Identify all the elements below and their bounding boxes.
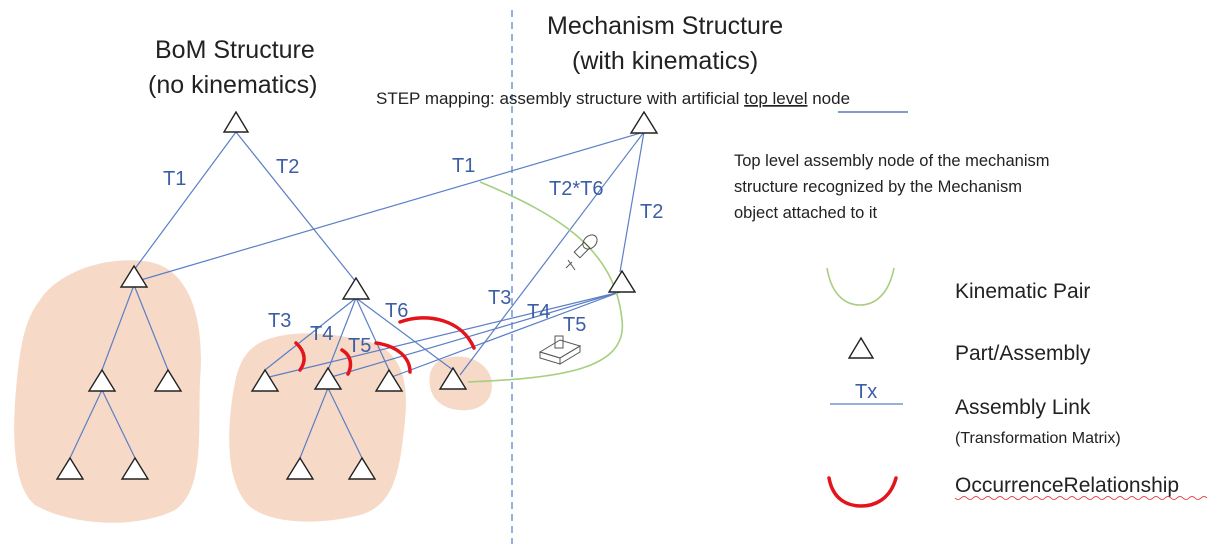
- triangle-small-part: [438, 366, 468, 390]
- label-t4-left: T4: [310, 323, 333, 345]
- triangle-mid-c: [374, 368, 404, 392]
- legend-occurrence-squiggle: [954, 496, 1208, 500]
- step-mapping-text: STEP mapping: assembly structure with ar…: [376, 89, 850, 108]
- legend-occurrence-swatch: [827, 476, 898, 508]
- bom-nodes: [55, 110, 468, 480]
- triangle-mid-d: [285, 456, 315, 480]
- legend-part-assembly-label: Part/Assembly: [955, 342, 1091, 365]
- assembly-links: [69, 131, 645, 459]
- occurrence-relationship-arcs: [294, 316, 476, 376]
- triangle-bom-root: [222, 110, 250, 133]
- triangle-mechanism-sub: [607, 269, 637, 293]
- prismatic-joint-icon: [538, 335, 582, 365]
- label-t3-left: T3: [268, 310, 291, 332]
- description-line-2: structure recognized by the Mechanism: [734, 178, 1022, 196]
- triangle-left-d: [120, 456, 150, 480]
- legend-assembly-link-label: Assembly Link: [955, 396, 1091, 419]
- label-mech-t1: T1: [452, 155, 475, 177]
- triangle-mid-b: [313, 366, 343, 390]
- step-mapping-link: top level: [744, 89, 807, 108]
- label-t5-left: T5: [348, 335, 371, 357]
- mechanism-nodes: [607, 110, 659, 293]
- triangle-bom-left-asm: [119, 264, 149, 288]
- label-t3-right: T3: [488, 287, 511, 309]
- label-t4-right: T4: [527, 301, 550, 323]
- mechanism-title-line1: Mechanism Structure: [547, 12, 783, 40]
- mechanism-title-line2: (with kinematics): [572, 47, 758, 75]
- label-mech-t2: T2: [640, 201, 663, 223]
- legend-transformation-matrix-label: (Transformation Matrix): [955, 430, 1121, 447]
- legend-occurrence-label: OccurrenceRelationship: [955, 474, 1179, 497]
- legend-kinematic-pair-swatch: [826, 267, 895, 306]
- step-mapping-prefix: STEP mapping: assembly structure with ar…: [376, 89, 744, 108]
- triangle-left-b: [153, 368, 183, 392]
- label-mech-t2t6: T2*T6: [549, 178, 603, 200]
- triangle-mechanism-root: [629, 110, 659, 134]
- label-bom-t1: T1: [163, 168, 186, 190]
- triangle-mid-e: [347, 456, 377, 480]
- kinematic-pair-curve: [467, 181, 624, 383]
- triangle-left-a: [87, 368, 117, 392]
- triangle-left-c: [55, 456, 85, 480]
- legend-tx-label: Tx: [855, 381, 877, 403]
- revolute-joint-icon: [565, 234, 598, 271]
- legend-part-assembly-swatch: [847, 336, 875, 359]
- legend-kinematic-pair-label: Kinematic Pair: [955, 280, 1090, 303]
- triangle-bom-right-asm: [341, 276, 371, 300]
- label-bom-t2: T2: [276, 156, 299, 178]
- blob-middle-subassembly: [229, 333, 406, 522]
- triangle-mid-a: [250, 368, 280, 392]
- label-t6: T6: [385, 300, 408, 322]
- step-mapping-suffix: node: [807, 89, 850, 108]
- bom-title-line2: (no kinematics): [148, 71, 318, 99]
- description-line-1: Top level assembly node of the mechanism: [734, 152, 1050, 170]
- description-line-3: object attached to it: [734, 204, 878, 222]
- bom-title-line1: BoM Structure: [155, 36, 315, 64]
- label-t5-right: T5: [563, 314, 586, 336]
- legend: Kinematic Pair Part/Assembly Tx Assembly…: [826, 267, 1208, 508]
